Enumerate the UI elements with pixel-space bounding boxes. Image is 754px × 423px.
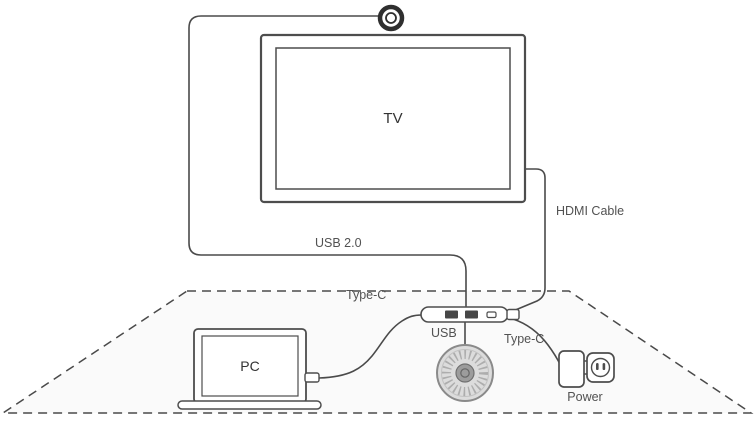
table-surface [0,290,754,414]
hdmi-cable [512,168,546,312]
speakerphone-grille [442,350,488,396]
laptop-screen [201,335,299,397]
webcam-icon [377,4,405,32]
power-adapter [558,350,588,388]
laptop-base [177,400,322,410]
tv-screen [275,47,511,190]
usb-2-0-cable [188,15,467,307]
type-c-pc-label: Type-C [346,288,386,302]
speakerphone [436,344,494,402]
hdmi-cable-label: HDMI Cable [556,204,624,218]
hub-usb-port-1 [445,310,458,319]
power-label: Power [567,390,602,404]
type-c-power-label: Type-C [504,332,544,346]
usb-speakerphone-label: USB [431,326,457,340]
type-c-cable-pc [318,314,422,379]
adapter-body [558,350,585,388]
hub-right-connector [506,308,520,321]
tv: TV [259,33,527,204]
usb-2-0-label: USB 2.0 [315,236,362,250]
tv-label: TV [383,110,402,127]
hub-aux-port [486,311,497,319]
usb-plug-icon [304,372,320,383]
usb-hub [420,306,520,323]
power-outlet-icon [586,352,615,383]
type-c-cable-power [512,318,562,367]
laptop: PC [177,328,322,410]
pc-label: PC [240,358,259,374]
speakerphone-button [455,363,475,383]
hub-usb-port-2 [465,310,478,319]
